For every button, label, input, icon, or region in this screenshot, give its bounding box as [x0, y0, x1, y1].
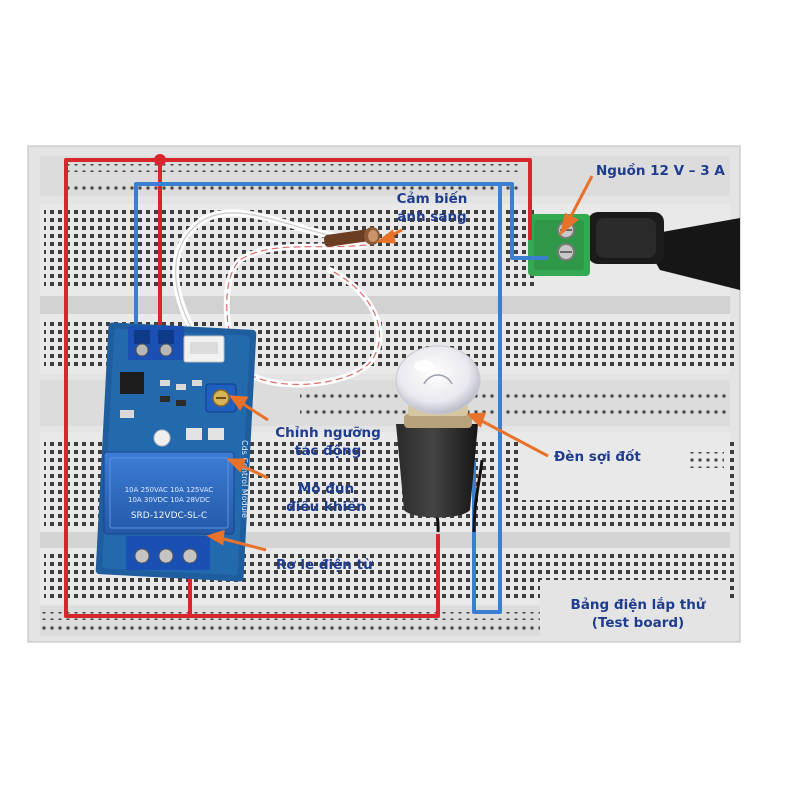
label-test-board: Bảng điện lắp thử (Test board): [556, 596, 720, 632]
incandescent-lamp: [396, 346, 482, 532]
control-module: 10A 250VAC 10A 125VAC 10A 30VDC 10A 28VD…: [96, 322, 257, 581]
label-threshold-line-1: Chỉnh ngưỡng: [266, 424, 390, 442]
module-side-text: Cds Control Module: [240, 440, 249, 518]
label-lamp-line: Đèn sợi đốt: [554, 448, 641, 466]
label-control-module-line-1: Mô đun: [276, 480, 376, 498]
relay-spec-1: 10A 250VAC 10A 125VAC: [125, 486, 214, 494]
label-relay-line: Rơ le điện từ: [276, 556, 373, 574]
label-relay: Rơ le điện từ: [276, 556, 373, 574]
label-control-module: Mô đun điều khiển: [276, 480, 376, 516]
label-test-board-line-2: (Test board): [556, 614, 720, 632]
relay-model: SRD-12VDC-SL-C: [131, 511, 207, 521]
label-light-sensor-line-1: Cảm biến: [386, 190, 478, 208]
label-threshold: Chỉnh ngưỡng tác động: [266, 424, 390, 460]
label-control-module-line-2: điều khiển: [276, 498, 376, 516]
label-power: Nguồn 12 V – 3 A: [596, 162, 725, 180]
label-threshold-line-2: tác động: [266, 442, 390, 460]
label-lamp: Đèn sợi đốt: [554, 448, 641, 466]
relay-spec-2: 10A 30VDC 10A 28VDC: [128, 496, 210, 504]
label-light-sensor-line-2: ánh sáng: [386, 208, 478, 226]
label-test-board-line-1: Bảng điện lắp thử: [556, 596, 720, 614]
label-light-sensor: Cảm biến ánh sáng: [386, 190, 478, 226]
label-power-line: Nguồn 12 V – 3 A: [596, 162, 725, 180]
